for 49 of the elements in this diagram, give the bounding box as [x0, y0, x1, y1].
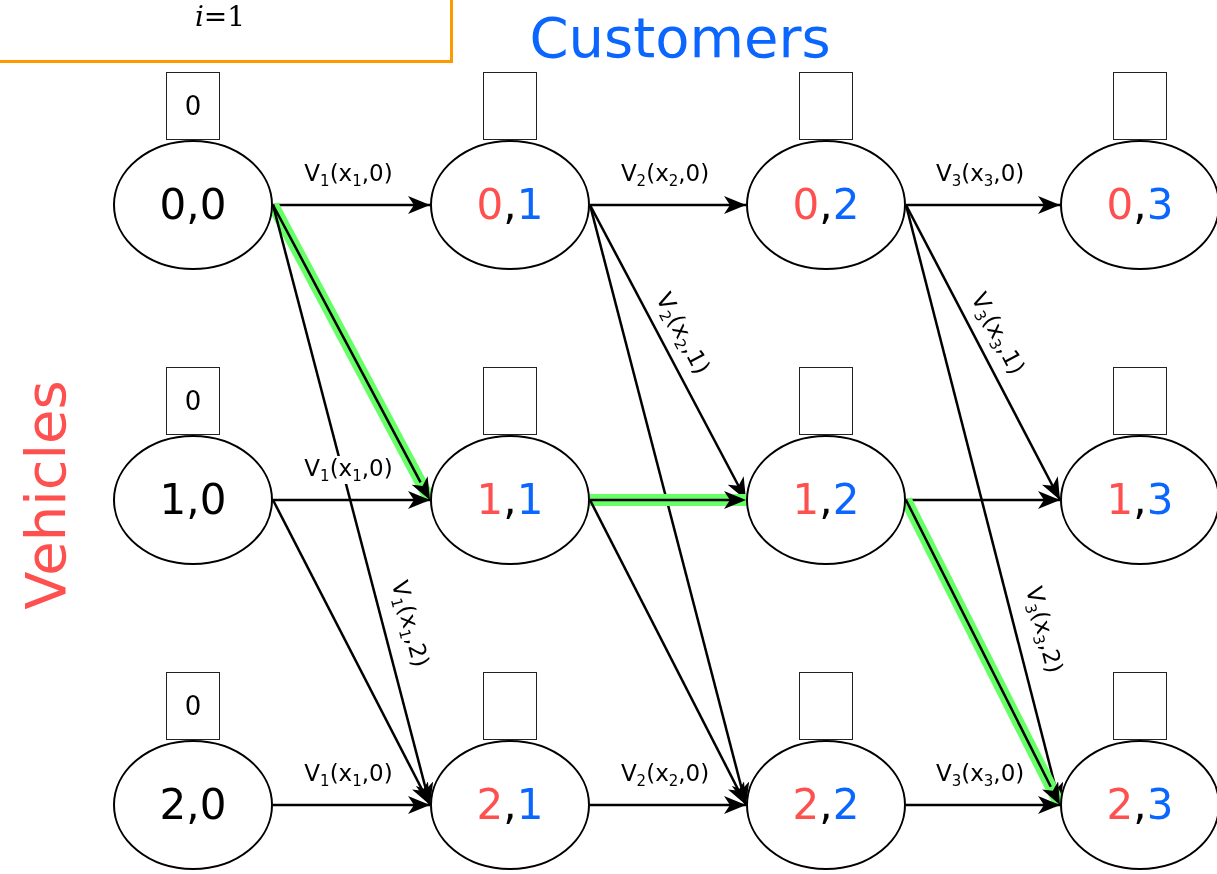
arrow [273, 491, 430, 509]
state-circle [113, 140, 273, 270]
state-label: 0,3 [1105, 184, 1175, 226]
arrow [906, 196, 1060, 214]
state-label: 1,0 [158, 479, 228, 521]
value-box [1113, 672, 1167, 740]
state-circle [430, 435, 590, 565]
state-label: 0,1 [475, 184, 545, 226]
arrow [590, 796, 746, 814]
value-box [799, 367, 853, 435]
axis-title: Customers [529, 10, 831, 66]
value-box [1113, 367, 1167, 435]
state-circle [746, 140, 906, 270]
value-box: 0 [166, 72, 220, 140]
state-label: 0,2 [791, 184, 861, 226]
value-box [799, 72, 853, 140]
state-circle [113, 740, 273, 870]
value-box [483, 672, 537, 740]
axis-title: Vehicles [17, 380, 74, 610]
state-label: 0,0 [158, 184, 228, 226]
highlighted-arrow [590, 491, 746, 509]
state-label: 1,2 [791, 479, 861, 521]
value-box [483, 367, 537, 435]
value-box: 0 [166, 367, 220, 435]
state-label: 2,2 [791, 784, 861, 826]
edge-label: V$_{1}$(x$_{1}$,0) [304, 455, 393, 485]
arrow [273, 796, 430, 814]
state-circle [113, 435, 273, 565]
arrow [906, 491, 1060, 509]
arrow [590, 196, 746, 214]
state-label: 1,3 [1105, 479, 1175, 521]
state-circle [746, 435, 906, 565]
value-box: 0 [166, 672, 220, 740]
state-circle [746, 740, 906, 870]
state-label: 2,3 [1105, 784, 1175, 826]
state-circle [430, 740, 590, 870]
arrow [906, 796, 1060, 814]
arrow [273, 196, 430, 214]
arrow [904, 204, 1062, 501]
arrow [588, 499, 748, 806]
state-circle [430, 140, 590, 270]
value-box [1113, 72, 1167, 140]
formula-box: i=1 [0, 0, 453, 63]
state-label: 1,1 [475, 479, 545, 521]
value-box [483, 72, 537, 140]
state-label: 2,1 [475, 784, 545, 826]
value-box [799, 672, 853, 740]
state-label: 2,0 [158, 784, 228, 826]
arrow [271, 499, 432, 806]
